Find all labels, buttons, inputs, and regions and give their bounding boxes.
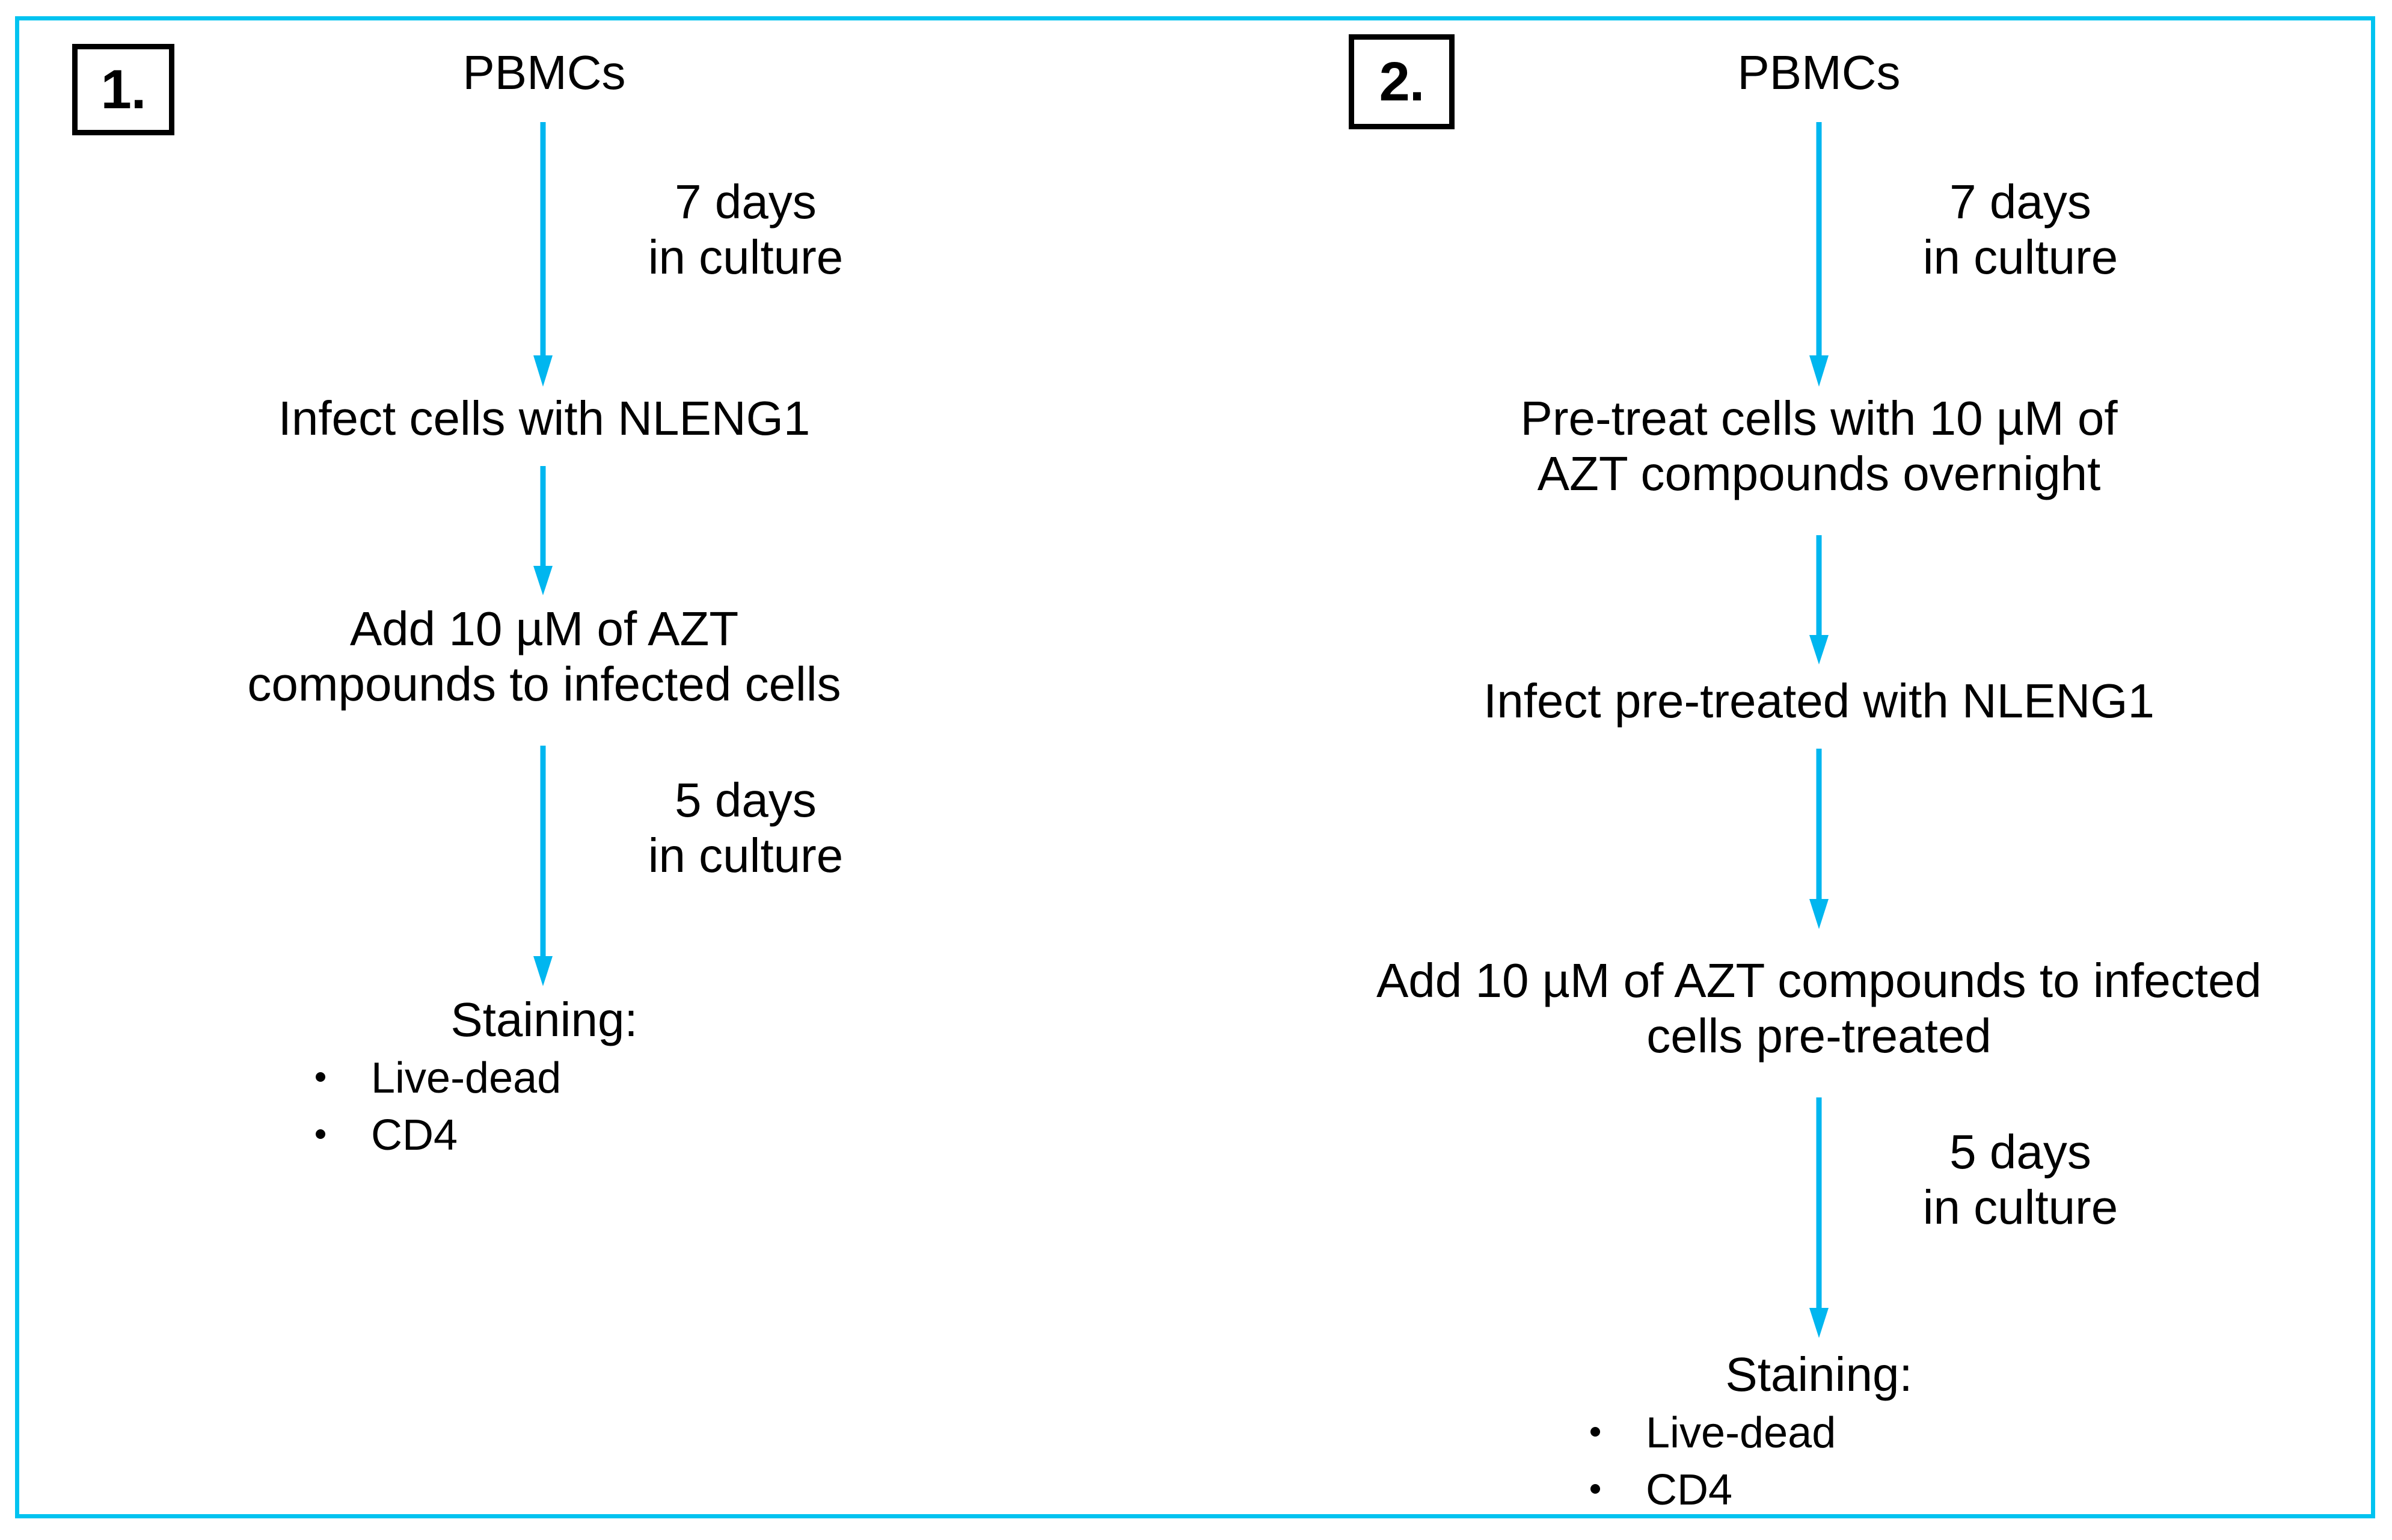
bullet-icon xyxy=(316,1129,325,1140)
list-item: CD4 xyxy=(316,1107,773,1164)
panel2-step-pretreat: Pre-treat cells with 10 µM of AZT compou… xyxy=(1520,391,2118,500)
panel2-arrow-2 xyxy=(1806,535,1832,667)
panel2-staining-block: Staining: Live-dead CD4 xyxy=(1590,1347,2047,1519)
list-item: Live-dead xyxy=(1590,1405,2047,1462)
panel2-arrow-label-5-days: 5 days in culture xyxy=(1922,1125,2118,1234)
panel2-staining-item-cd4: CD4 xyxy=(1646,1466,1733,1515)
panel2-arrow-label-7-days: 7 days in culture xyxy=(1922,175,2118,284)
panel1-staining-list: Live-dead CD4 xyxy=(316,1050,773,1164)
panel1-step-infect: Infect cells with NLENG1 xyxy=(278,391,811,445)
panel1-staining-item-live-dead: Live-dead xyxy=(371,1054,562,1102)
panel2-step-infect-pretreated: Infect pre-treated with NLENG1 xyxy=(1483,674,2155,728)
panel-number-1: 1. xyxy=(72,44,174,135)
panel1-staining-title: Staining: xyxy=(450,993,638,1046)
panel1-arrow-2 xyxy=(530,466,556,598)
panel2-staining-title: Staining: xyxy=(1725,1348,1913,1401)
panel2-arrow-3 xyxy=(1806,749,1832,932)
panel-number-2: 2. xyxy=(1349,34,1455,129)
panel2-arrow-1 xyxy=(1806,122,1832,390)
panel2-staining-list: Live-dead CD4 xyxy=(1590,1405,2047,1519)
panel1-arrow-3 xyxy=(530,746,556,989)
panel2-step-pbmcs: PBMCs xyxy=(1737,46,1901,99)
panel2-step-add-azt: Add 10 µM of AZT compounds to infected c… xyxy=(1376,954,2262,1063)
bullet-icon xyxy=(1590,1484,1600,1494)
panel1-arrow-label-7-days: 7 days in culture xyxy=(648,175,844,284)
panel1-step-add-azt: Add 10 µM of AZT compounds to infected c… xyxy=(247,602,841,711)
panel1-arrow-label-5-days: 5 days in culture xyxy=(648,773,844,882)
bullet-icon xyxy=(316,1072,325,1082)
panel1-step-pbmcs: PBMCs xyxy=(462,46,626,99)
panel1-arrow-1 xyxy=(530,122,556,390)
panel2-staining-item-live-dead: Live-dead xyxy=(1646,1409,1836,1457)
bullet-icon xyxy=(1590,1427,1600,1437)
panel1-staining-block: Staining: Live-dead CD4 xyxy=(316,992,773,1164)
panel2-arrow-4 xyxy=(1806,1097,1832,1341)
panel1-staining-item-cd4: CD4 xyxy=(371,1111,458,1160)
list-item: Live-dead xyxy=(316,1050,773,1107)
figure-border xyxy=(15,16,2375,1518)
list-item: CD4 xyxy=(1590,1462,2047,1519)
